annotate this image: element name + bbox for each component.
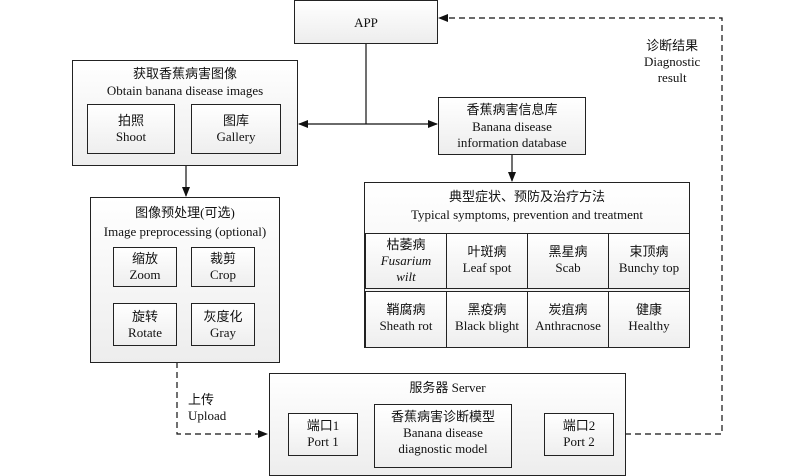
disease-cn: 黑星病: [548, 244, 588, 259]
obtain-title-cn: 获取香蕉病害图像: [132, 66, 237, 81]
diagnostic-result-en2: result: [657, 70, 687, 85]
shoot-en: Shoot: [115, 129, 147, 144]
port2-en: Port 2: [563, 434, 595, 449]
server-box: 服务器 Server 端口1 Port 1 香蕉病害诊断模型 Banana di…: [269, 373, 626, 476]
result-dashed-path: [448, 17, 723, 435]
op-en: Gray: [210, 325, 236, 340]
op-en: Crop: [210, 267, 236, 282]
op-crop: 裁剪 Crop: [191, 247, 255, 287]
disease-en: Scab: [555, 260, 581, 275]
disease-cn: 束顶病: [629, 244, 669, 259]
disease-en: Sheath rot: [379, 318, 433, 333]
disease-en: Black blight: [455, 318, 519, 333]
preprocess-cn: 图像预处理(可选): [135, 205, 235, 220]
op-zoom: 缩放 Zoom: [113, 247, 177, 287]
model-cn: 香蕉病害诊断模型: [390, 409, 495, 424]
upload-label: 上传 Upload: [188, 392, 226, 424]
port1-cn: 端口1: [306, 418, 340, 433]
disease-en: Anthracnose: [535, 318, 601, 333]
op-gray: 灰度化 Gray: [191, 303, 255, 346]
shoot-option: 拍照 Shoot: [87, 104, 175, 154]
disease-leaf-spot: 叶斑病 Leaf spot: [446, 233, 528, 289]
server-title: 服务器 Server: [409, 380, 486, 395]
methods-en: Typical symptoms, prevention and treatme…: [411, 207, 643, 222]
op-cn: 裁剪: [209, 251, 236, 266]
disease-en: Leaf spot: [462, 260, 512, 275]
obtain-title-en: Obtain banana disease images: [106, 83, 264, 98]
op-cn: 缩放: [131, 251, 158, 266]
disease-en: Bunchy top: [618, 260, 680, 275]
disease-black-blight: 黑疫病 Black blight: [446, 291, 528, 348]
disease-cn: 健康: [635, 302, 662, 317]
disease-bunchy-top: 束顶病 Bunchy top: [608, 233, 690, 289]
model-en2: diagnostic model: [398, 441, 488, 456]
upload-dashed-path: [176, 362, 258, 435]
gallery-en: Gallery: [216, 129, 256, 144]
disease-scab: 黑星病 Scab: [527, 233, 609, 289]
diagnostic-result-label: 诊断结果 Diagnostic result: [644, 38, 700, 86]
preprocessing-box: 图像预处理(可选) Image preprocessing (optional)…: [90, 197, 280, 363]
result-arrowhead: [438, 14, 448, 22]
port1-en: Port 1: [307, 434, 339, 449]
disease-cn: 黑疫病: [467, 302, 507, 317]
disease-en: Fusarium: [380, 253, 432, 268]
port2-cn: 端口2: [562, 418, 596, 433]
port2-box: 端口2 Port 2: [544, 413, 614, 456]
disease-en2: wilt: [396, 269, 416, 284]
obtain-images-box: 获取香蕉病害图像 Obtain banana disease images 拍照…: [72, 60, 298, 166]
op-en: Zoom: [129, 267, 161, 282]
app-label: APP: [354, 15, 378, 30]
disease-healthy: 健康 Healthy: [608, 291, 690, 348]
disease-database-box: 香蕉病害信息库 Banana disease information datab…: [438, 97, 586, 155]
treatment-methods-box: 典型症状、预防及治疗方法 Typical symptoms, preventio…: [364, 182, 690, 348]
diagnostic-model-box: 香蕉病害诊断模型 Banana disease diagnostic model: [374, 404, 512, 468]
gallery-option: 图库 Gallery: [191, 104, 281, 154]
disease-cn: 枯萎病: [386, 237, 426, 252]
disease-sheath-rot: 鞘腐病 Sheath rot: [365, 291, 447, 348]
app-box: APP: [294, 0, 438, 44]
database-cn: 香蕉病害信息库: [466, 102, 558, 117]
preprocess-en: Image preprocessing (optional): [103, 224, 267, 239]
gallery-cn: 图库: [222, 113, 249, 128]
disease-anthracnose: 炭疽病 Anthracnose: [527, 291, 609, 348]
upload-en: Upload: [188, 408, 227, 423]
upload-arrowhead: [258, 430, 268, 438]
disease-en: Healthy: [628, 318, 670, 333]
op-en: Rotate: [128, 325, 162, 340]
database-en2: information database: [457, 135, 567, 150]
database-en1: Banana disease: [472, 119, 552, 134]
upload-cn: 上传: [188, 392, 215, 407]
op-cn: 灰度化: [203, 309, 243, 324]
op-rotate: 旋转 Rotate: [113, 303, 177, 346]
port1-box: 端口1 Port 1: [288, 413, 358, 456]
disease-cn: 叶斑病: [467, 244, 507, 259]
shoot-cn: 拍照: [117, 113, 144, 128]
model-en1: Banana disease: [403, 425, 483, 440]
diagnostic-result-cn: 诊断结果: [646, 38, 699, 53]
methods-cn: 典型症状、预防及治疗方法: [448, 189, 605, 204]
disease-fusarium-wilt: 枯萎病 Fusarium wilt: [365, 233, 447, 289]
diagnostic-result-en1: Diagnostic: [644, 54, 701, 69]
op-cn: 旋转: [131, 309, 158, 324]
disease-cn: 鞘腐病: [386, 302, 426, 317]
disease-cn: 炭疽病: [548, 302, 588, 317]
